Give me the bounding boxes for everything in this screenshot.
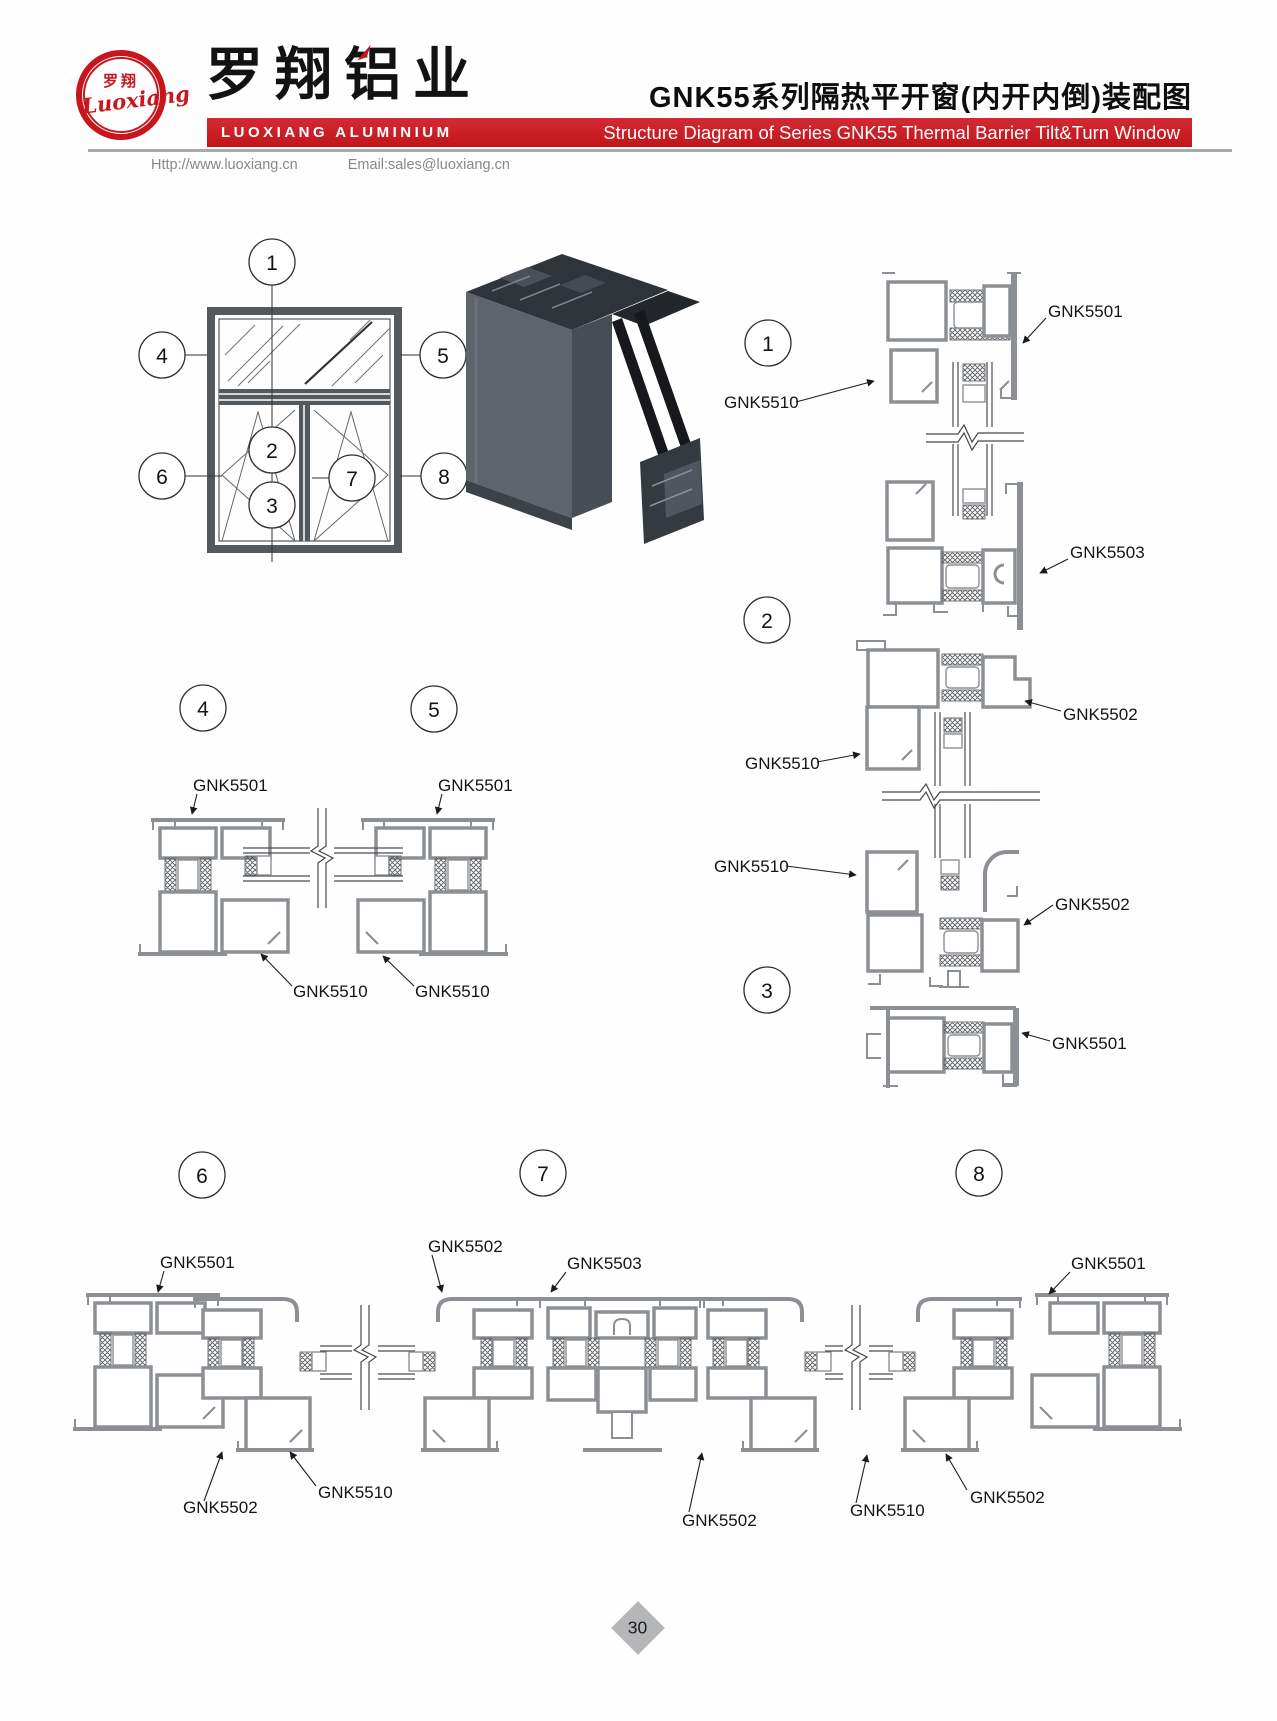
- glazing-run-lower: [882, 712, 1040, 891]
- callout-6: 6: [138, 452, 186, 500]
- part-label: GNK5510: [415, 982, 490, 1001]
- jamb-profile-left: [138, 818, 290, 956]
- callout-2: 2: [248, 426, 296, 474]
- c-clip: [993, 563, 1005, 585]
- svg-text:5: 5: [437, 345, 449, 368]
- part-label: GNK5510: [318, 1483, 393, 1502]
- elevation-callouts: 1 4 5 2 3 6 7 8: [138, 238, 468, 529]
- part-label: GNK5510: [293, 982, 368, 1001]
- glazing-run-middle: [243, 808, 403, 908]
- website-url: Http://www.luoxiang.cn: [151, 157, 298, 173]
- part-label: GNK5501: [1048, 302, 1123, 321]
- svg-text:6: 6: [196, 1165, 208, 1188]
- glazing-run-bottom-left: [320, 1305, 415, 1410]
- header-red-band: LUOXIANG ALUMINIUM Structure Diagram of …: [207, 118, 1192, 147]
- section-1-drawing: [882, 272, 1021, 404]
- part-label: GNK5502: [970, 1488, 1045, 1507]
- callout-7: 7: [328, 454, 376, 502]
- horizontal-section-4-5: 4 5 GNK5501 GNK5501 GNK5510 GNK5510: [138, 684, 513, 1001]
- section-7-callout: 7: [519, 1149, 567, 1197]
- svg-text:6: 6: [156, 466, 168, 489]
- svg-text:3: 3: [761, 980, 773, 1003]
- callout-4: 4: [138, 331, 186, 379]
- part-label: GNK5502: [1055, 895, 1130, 914]
- frame-profile-8: [1030, 1293, 1182, 1431]
- contact-line: Http://www.luoxiang.cn Email:sales@luoxi…: [151, 157, 510, 173]
- part-label: GNK5510: [724, 393, 799, 412]
- svg-text:8: 8: [973, 1163, 985, 1186]
- svg-text:4: 4: [197, 698, 209, 721]
- glazing-run-bottom-right: [825, 1305, 893, 1410]
- break-symbol: [926, 423, 1024, 452]
- glass-hatch: [224, 319, 391, 387]
- part-label: GNK5510: [714, 857, 789, 876]
- u-clip: [613, 1317, 631, 1335]
- sash-profile-7-left: [407, 1297, 542, 1452]
- sash-profile-7-right: [698, 1297, 833, 1452]
- section-8-callout: 8: [955, 1149, 1003, 1197]
- break-symbol: [352, 1305, 378, 1410]
- svg-text:8: 8: [438, 466, 450, 489]
- part-label: GNK5501: [160, 1253, 235, 1272]
- section-3-drawing: [865, 850, 1020, 1088]
- part-label: GNK5502: [428, 1237, 503, 1256]
- jamb-profile-right: [356, 818, 508, 956]
- svg-text:2: 2: [266, 440, 278, 463]
- part-label: GNK5510: [850, 1501, 925, 1520]
- svg-text:7: 7: [346, 468, 358, 491]
- glazing-run-upper: [926, 362, 1024, 520]
- section-6-callout: 6: [178, 1151, 226, 1199]
- company-name-en: LUOXIANG ALUMINIUM: [221, 124, 453, 141]
- section-3-callout: 3: [743, 966, 791, 1014]
- part-label: GNK5501: [438, 776, 513, 795]
- part-label: GNK5501: [1071, 1254, 1146, 1273]
- svg-text:1: 1: [266, 252, 278, 275]
- part-label: GNK5510: [745, 754, 820, 773]
- sash-profile-8: [887, 1297, 1022, 1452]
- vertical-section-stack: 1 2 3 GNK5510 GNK5501 GNK5503 GNK5502 GN…: [714, 272, 1145, 1088]
- svg-text:2: 2: [761, 610, 773, 633]
- part-label: GNK5502: [1063, 705, 1138, 724]
- svg-text:7: 7: [537, 1163, 549, 1186]
- part-label: GNK5502: [682, 1511, 757, 1530]
- section-4-callout: 4: [179, 684, 227, 732]
- part-label: GNK5501: [1052, 1034, 1127, 1053]
- frame-profile-6: [73, 1293, 225, 1431]
- section-1-callout: 1: [744, 319, 792, 367]
- email-address: Email:sales@luoxiang.cn: [347, 157, 510, 173]
- svg-text:4: 4: [156, 345, 168, 368]
- section-2-callout: 2: [743, 596, 791, 644]
- part-label: GNK5503: [567, 1254, 642, 1273]
- section-5-callout: 5: [410, 685, 458, 733]
- window-elevation: [184, 285, 422, 562]
- profile-3d-view: [466, 254, 704, 544]
- part-label: GNK5503: [1070, 543, 1145, 562]
- page-subtitle-en: Structure Diagram of Series GNK55 Therma…: [603, 121, 1180, 143]
- horizontal-section-6-7-8: 6 7 8 GNK5501 GNK5502 GNK5503 GNK5501 GN…: [73, 1149, 1182, 1530]
- svg-text:3: 3: [266, 495, 278, 518]
- break-symbol: [843, 1305, 869, 1410]
- callout-5: 5: [419, 331, 467, 379]
- callout-8: 8: [420, 452, 468, 500]
- break-symbol: [882, 782, 1040, 810]
- header-divider: [88, 149, 1232, 152]
- company-name-cn: 罗翔铝业: [206, 43, 482, 107]
- svg-text:1: 1: [762, 333, 774, 356]
- callout-3: 3: [248, 481, 296, 529]
- svg-text:5: 5: [428, 699, 440, 722]
- logo-cn-chars: 罗翔: [102, 73, 139, 90]
- break-symbol: [309, 808, 335, 908]
- transom-bar: [219, 389, 390, 405]
- part-label: GNK5501: [193, 776, 268, 795]
- mullion-profile-7: [538, 1297, 706, 1452]
- company-logo: 罗翔 Luoxiang: [76, 50, 191, 140]
- page-title: GNK55系列隔热平开窗(内开内倒)装配图: [648, 82, 1192, 114]
- page-number: 30: [628, 1617, 648, 1638]
- section-2-drawing: [856, 480, 1032, 771]
- callout-1: 1: [248, 238, 296, 286]
- part-label: GNK5502: [183, 1498, 258, 1517]
